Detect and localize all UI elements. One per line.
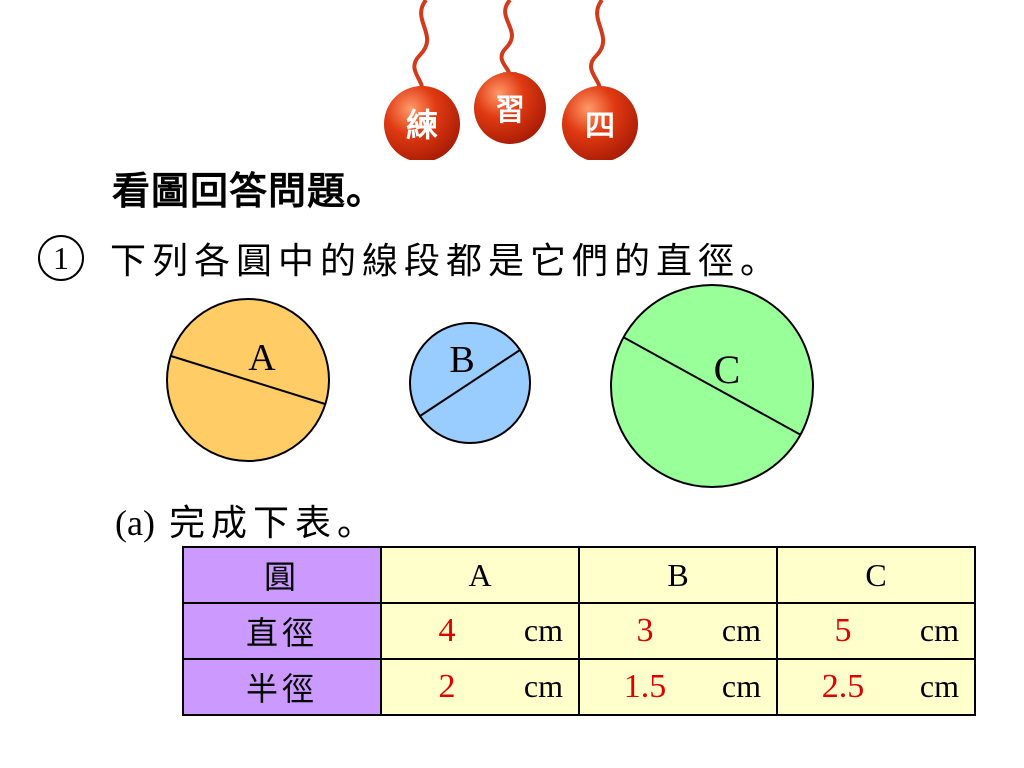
row-label-diameter: 直徑	[182, 602, 382, 660]
header-c: C	[776, 546, 976, 604]
ornament-2: 習	[474, 0, 546, 144]
circle-c-label: C	[714, 347, 741, 392]
circle-a-diameter	[170, 355, 326, 405]
circle-b: B	[409, 322, 531, 444]
ornament-char-3: 四	[585, 109, 615, 144]
header-a: A	[380, 546, 580, 604]
circle-b-label: B	[449, 339, 474, 381]
ornament-1: 練	[384, 0, 460, 160]
unit-diameter-a: cm	[523, 612, 563, 648]
value-radius-a: 2	[438, 668, 456, 705]
cell-radius-c: 2.5 cm	[776, 658, 976, 716]
value-diameter-b: 3	[636, 612, 654, 649]
cell-radius-a: 2 cm	[380, 658, 580, 716]
table-row-diameter: 直徑 4 cm 3 cm 5 cm	[182, 602, 976, 660]
circle-a-label: A	[248, 337, 276, 379]
unit-radius-b: cm	[721, 668, 761, 704]
instruction-text: 看圖回答問題。	[112, 171, 386, 213]
practice-banner: 練 習 四	[384, 0, 638, 160]
value-radius-b: 1.5	[623, 668, 667, 705]
header-circle: 圓	[182, 546, 382, 604]
value-diameter-a: 4	[438, 612, 456, 649]
circle-c-diameter	[622, 336, 802, 436]
header-b: B	[578, 546, 778, 604]
ornament-char-2: 習	[495, 93, 525, 128]
unit-radius-a: cm	[523, 668, 563, 704]
sub-question-label: (a)	[115, 503, 155, 543]
answer-table: 圓 A B C 直徑 4 cm 3 cm 5 cm 半徑 2 cm 1.5 cm 2.5 c…	[182, 546, 976, 716]
ornament-3: 四	[562, 0, 638, 160]
question-number-badge: 1	[38, 235, 84, 281]
value-radius-c: 2.5	[821, 668, 865, 705]
cell-radius-b: 1.5 cm	[578, 658, 778, 716]
row-label-radius: 半徑	[182, 658, 382, 716]
unit-diameter-c: cm	[919, 612, 959, 648]
value-diameter-c: 5	[834, 612, 852, 649]
circle-a: A	[166, 298, 330, 462]
circle-figures: A B C	[166, 284, 814, 488]
question-text: 下列各圓中的線段都是它們的直徑。	[110, 241, 783, 281]
cell-diameter-c: 5 cm	[776, 602, 976, 660]
cell-diameter-b: 3 cm	[578, 602, 778, 660]
cell-diameter-a: 4 cm	[380, 602, 580, 660]
unit-radius-c: cm	[919, 668, 959, 704]
circle-b-diameter	[419, 349, 521, 417]
question-1: 1 下列各圓中的線段都是它們的直徑。	[38, 232, 782, 282]
table-header-row: 圓 A B C	[182, 546, 976, 604]
unit-diameter-b: cm	[721, 612, 761, 648]
ornament-char-1: 練	[406, 106, 438, 144]
sub-question-text: 完成下表。	[168, 503, 379, 543]
table-row-radius: 半徑 2 cm 1.5 cm 2.5 cm	[182, 658, 976, 716]
circle-c: C	[610, 284, 814, 488]
sub-question-a: (a) 完成下表。	[115, 494, 379, 546]
